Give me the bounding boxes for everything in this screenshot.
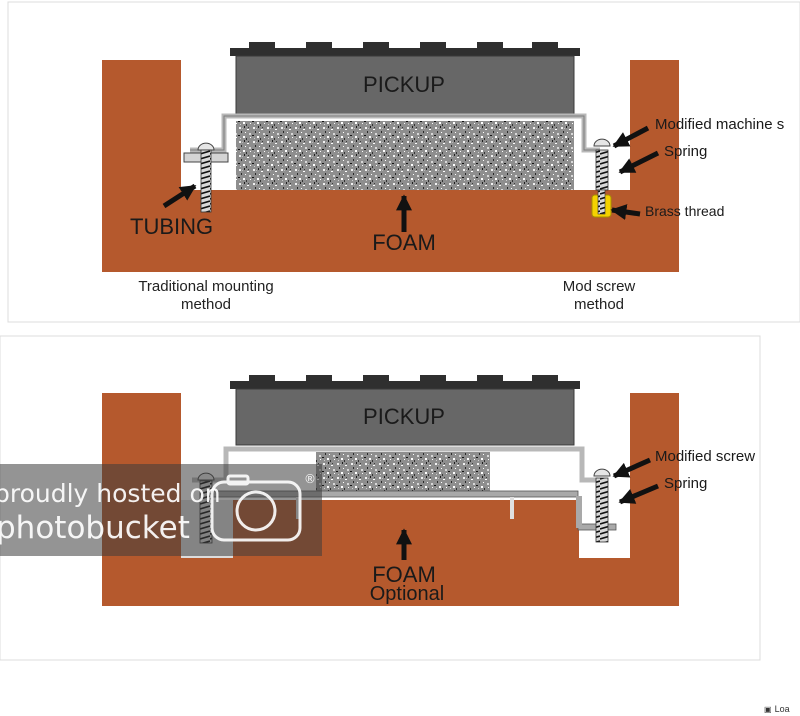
loading-indicator: ▣Loa bbox=[764, 704, 790, 714]
foam-label: FOAM bbox=[372, 230, 436, 255]
pickup-label-bottom: PICKUP bbox=[363, 404, 445, 429]
pickup-label: PICKUP bbox=[363, 72, 445, 97]
camera-logo-icon bbox=[210, 474, 302, 542]
arrow-modified-screw bbox=[612, 125, 650, 149]
foam-label-bottom: FOAM bbox=[372, 562, 436, 587]
caption-mod-line2: method bbox=[574, 296, 624, 313]
foam-block-optional bbox=[316, 452, 490, 492]
caption-mod-line1: Mod screw bbox=[563, 278, 636, 295]
caption-traditional-line2: method bbox=[181, 296, 231, 313]
screw-left bbox=[200, 149, 212, 213]
arrow-spring-bottom bbox=[618, 483, 659, 505]
watermark-line2: photobucket bbox=[0, 510, 190, 546]
arrow-spring bbox=[618, 150, 660, 175]
loading-text: Loa bbox=[774, 704, 790, 714]
guitar-body-wood bbox=[102, 60, 679, 272]
pickup-top-plate bbox=[230, 48, 580, 56]
modified-screw-label-bottom: Modified screw bbox=[655, 448, 755, 465]
pole-pieces-bottom bbox=[249, 375, 558, 382]
watermark-line1: proudly hosted on bbox=[0, 479, 221, 508]
foam-block bbox=[236, 121, 574, 190]
tubing-label: TUBING bbox=[130, 214, 213, 239]
spring-label-bottom: Spring bbox=[664, 475, 707, 492]
screw-head-right bbox=[593, 138, 611, 147]
arrow-brass-thread bbox=[610, 204, 641, 220]
brass-thread-label: Brass thread bbox=[645, 203, 724, 219]
spring-right bbox=[595, 149, 609, 191]
panel-top: PICKUP Modified machine s Spring Brass t… bbox=[7, 1, 800, 323]
pickup-leg-right bbox=[510, 497, 514, 519]
pickup-top-plate-bottom bbox=[230, 381, 580, 389]
spring-right-bottom bbox=[595, 477, 609, 543]
screw-head-left bbox=[197, 142, 215, 151]
pickup-body-bottom bbox=[235, 388, 575, 446]
pole-pieces bbox=[249, 42, 558, 49]
arrow-tubing bbox=[162, 183, 197, 209]
spring-label: Spring bbox=[664, 143, 707, 160]
watermark-registered-mark: ® bbox=[304, 472, 316, 486]
photobucket-watermark: proudly hosted on photobucket ® bbox=[0, 464, 322, 556]
optional-label: Optional bbox=[370, 583, 445, 605]
modified-screw-label: Modified machine s bbox=[655, 116, 784, 133]
image-placeholder-icon: ▣ bbox=[764, 705, 772, 714]
caption-traditional-line1: Traditional mounting bbox=[138, 278, 273, 295]
screw-head-right-bottom bbox=[593, 468, 611, 477]
arrow-modified-screw-bottom bbox=[612, 457, 652, 479]
